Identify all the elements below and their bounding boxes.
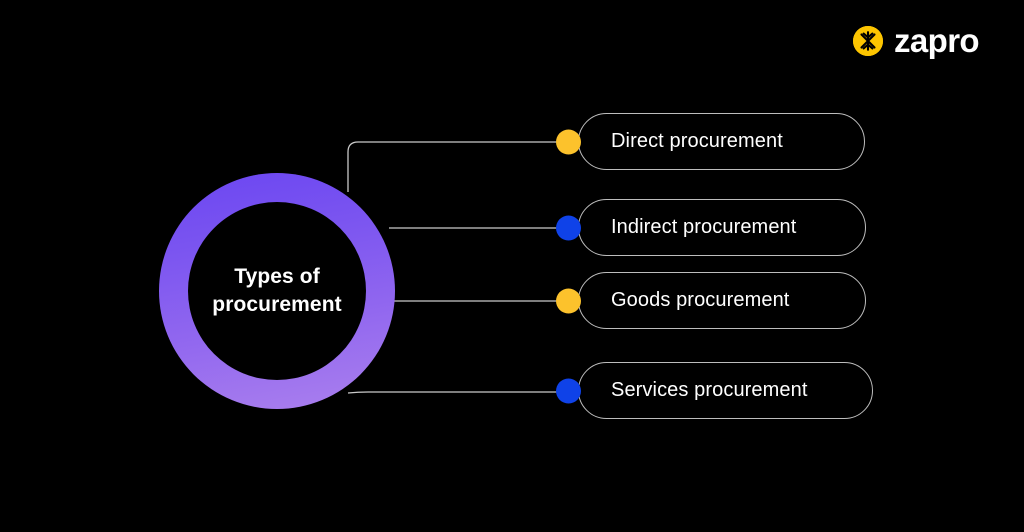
hub-label: Types of procurement (212, 265, 342, 316)
hub-inner: Types of procurement (188, 202, 366, 380)
brand-logo: zapro (852, 22, 980, 59)
bullet-dot-icon (556, 215, 581, 240)
zapro-logo-icon (852, 25, 883, 56)
node-label: Services procurement (611, 379, 808, 401)
bullet-dot-icon (556, 378, 581, 403)
node-label: Goods procurement (611, 289, 790, 311)
brand-name: zapro (893, 22, 980, 59)
node-direct-procurement[interactable]: Direct procurement (556, 113, 865, 170)
node-services-procurement[interactable]: Services procurement (556, 362, 873, 419)
bullet-dot-icon (556, 288, 581, 313)
node-label: Indirect procurement (611, 216, 797, 238)
connector-line-0 (347, 141, 573, 192)
node-label: Direct procurement (611, 130, 783, 152)
hub-circle: Types of procurement (159, 173, 395, 409)
connector-line-3 (347, 391, 573, 394)
node-goods-procurement[interactable]: Goods procurement (556, 272, 866, 329)
node-indirect-procurement[interactable]: Indirect procurement (556, 199, 866, 256)
bullet-dot-icon (556, 129, 581, 154)
